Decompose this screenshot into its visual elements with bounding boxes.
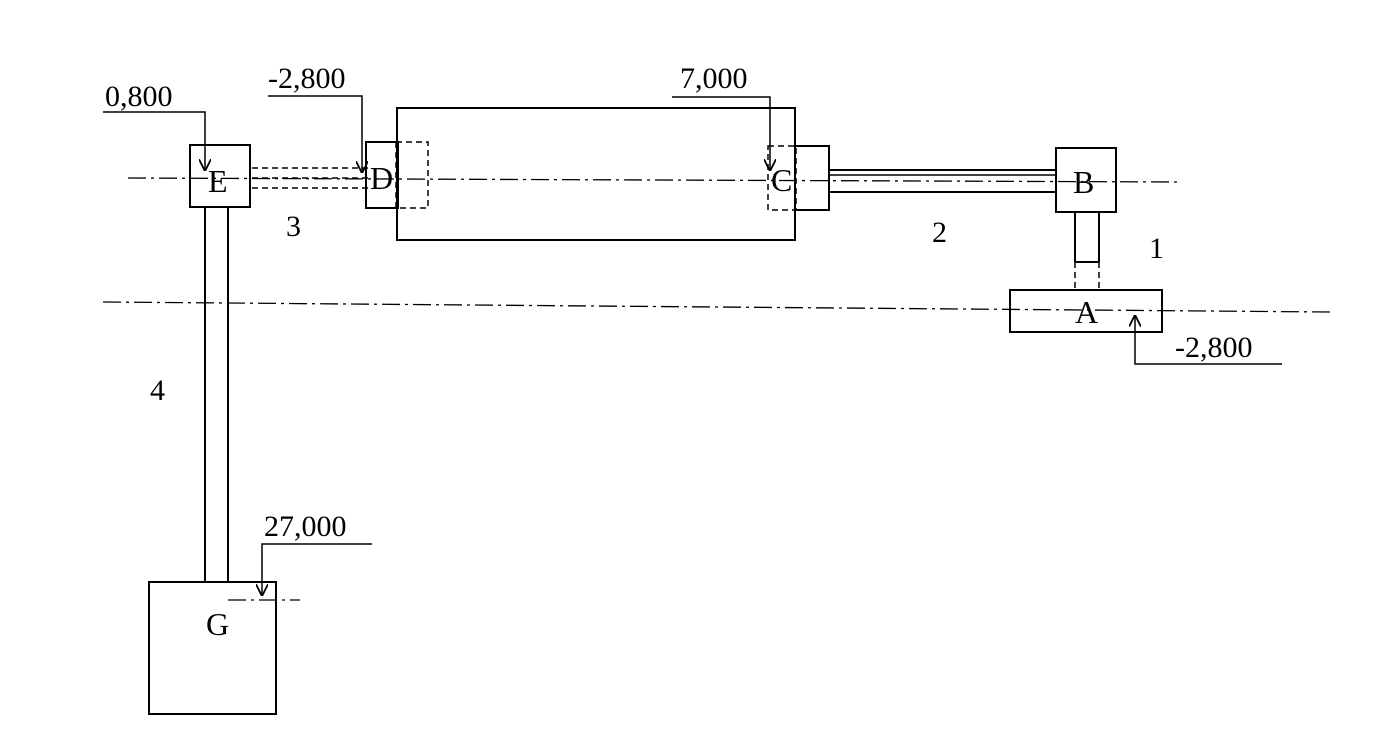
node-d-inner-dashed [395, 141, 429, 209]
elev-c-leader [672, 96, 770, 170]
node-g-box [148, 581, 277, 715]
elev-e-leader [103, 111, 205, 170]
elevation-label-d: -2,800 [268, 62, 346, 95]
node-label-a: A [1075, 294, 1098, 330]
elevation-label-c: 7,000 [680, 62, 748, 95]
segment-label-2: 2 [932, 216, 947, 249]
segment-label-3: 3 [286, 210, 301, 243]
node-label-b: B [1073, 164, 1094, 200]
elev-a-leader [1135, 316, 1282, 365]
node-b-box [1055, 147, 1117, 213]
elev-g-leader [262, 543, 372, 595]
node-e-box [189, 144, 251, 208]
lower-axis-line [102, 301, 1331, 313]
elevation-label-g: 27,000 [264, 510, 347, 543]
elev-d-leader [268, 95, 362, 172]
segment-label-1: 1 [1149, 232, 1164, 265]
segment-label-4: 4 [150, 374, 165, 407]
node-label-e: E [208, 163, 228, 199]
upper-axis-line [127, 177, 1181, 183]
node-label-g: G [206, 606, 229, 642]
elevation-label-a: -2,800 [1175, 331, 1253, 364]
elevation-label-e: 0,800 [105, 80, 173, 113]
node-label-c: C [771, 162, 792, 198]
node-c-box [794, 145, 830, 211]
node-label-d: D [370, 160, 393, 196]
node-a-box [1009, 289, 1163, 333]
node-c-inner-dashed [767, 145, 797, 211]
main-tank [396, 107, 796, 241]
